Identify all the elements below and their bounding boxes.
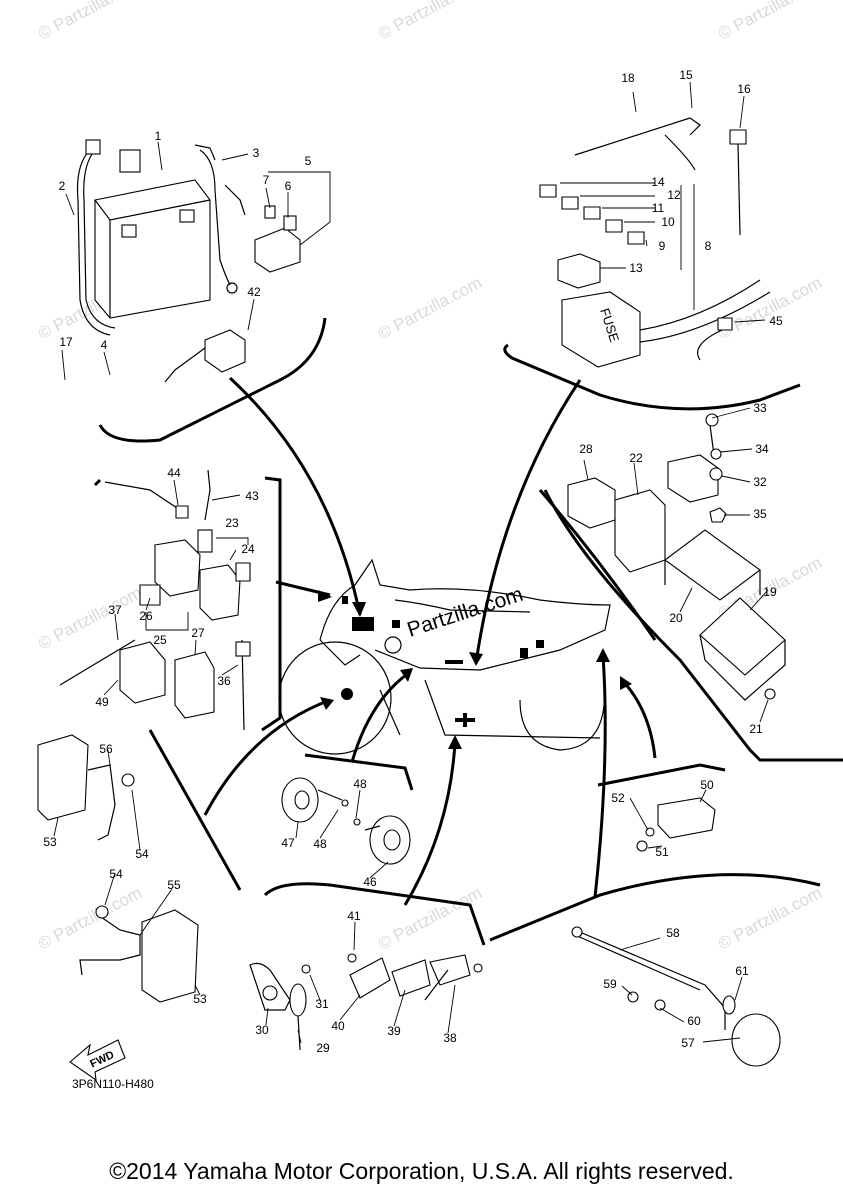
switch-group: [249, 953, 483, 1051]
diagram-code: 3P6N110-H480: [72, 1077, 154, 1091]
callout-31: 31: [315, 997, 329, 1011]
callout-49: 49: [95, 695, 109, 709]
callout-14: 14: [651, 175, 665, 189]
callout-27: 27: [191, 626, 205, 640]
callout-48b: 48: [313, 837, 327, 851]
callout-40: 40: [331, 1019, 345, 1033]
callout-36: 36: [217, 674, 231, 688]
callout-17: 17: [59, 335, 73, 349]
watermark: © Partzilla.com: [715, 273, 825, 344]
callout-5: 5: [305, 154, 312, 168]
callout-55: 55: [167, 878, 181, 892]
callout-9: 9: [659, 239, 666, 253]
callout-2: 2: [59, 179, 66, 193]
callout-22: 22: [629, 451, 643, 465]
callout-25: 25: [153, 633, 167, 647]
callout-53b: 53: [193, 992, 207, 1006]
callout-30: 30: [255, 1023, 269, 1037]
relay-group: [59, 469, 251, 731]
callout-18: 18: [621, 71, 635, 85]
callout-6: 6: [285, 179, 292, 193]
watermark: © Partzilla.com: [715, 0, 825, 44]
callout-3: 3: [253, 146, 260, 160]
watermark: © Partzilla.com: [35, 583, 145, 654]
callout-32: 32: [753, 475, 767, 489]
callout-42: 42: [247, 285, 261, 299]
callout-26: 26: [139, 609, 153, 623]
callout-52: 52: [611, 791, 625, 805]
center-brand-watermark: Partzilla.com: [404, 583, 525, 642]
horn-group: [281, 777, 411, 865]
callout-12: 12: [667, 188, 681, 202]
callout-34: 34: [755, 442, 769, 456]
callout-8: 8: [705, 239, 712, 253]
callout-19: 19: [763, 585, 777, 599]
callout-54b: 54: [109, 867, 123, 881]
callout-20: 20: [669, 611, 683, 625]
callout-37: 37: [108, 603, 122, 617]
callout-44: 44: [167, 466, 181, 480]
callout-35: 35: [753, 507, 767, 521]
callout-47: 47: [281, 836, 295, 850]
callout-53a: 53: [43, 835, 57, 849]
fuse-group: FUSE: [539, 117, 771, 368]
callout-39: 39: [387, 1024, 401, 1038]
callout-1: 1: [155, 129, 162, 143]
callout-4: 4: [101, 338, 108, 352]
callout-24: 24: [241, 542, 255, 556]
callout-56: 56: [99, 742, 113, 756]
copyright-notice: ©2014 Yamaha Motor Corporation, U.S.A. A…: [109, 1158, 734, 1184]
watermark: © Partzilla.com: [35, 883, 145, 954]
callout-51: 51: [655, 845, 669, 859]
bracket-group: [571, 926, 781, 1067]
callout-57: 57: [681, 1036, 695, 1050]
connector-curves: [203, 376, 657, 906]
callout-23: 23: [225, 516, 239, 530]
watermark: © Partzilla.com: [35, 0, 145, 44]
watermark: © Partzilla.com: [375, 0, 485, 44]
forward-arrow-icon: FWD: [69, 1039, 126, 1082]
callout-54a: 54: [135, 847, 149, 861]
callout-7: 7: [263, 173, 270, 187]
callout-58: 58: [666, 926, 680, 940]
battery-group: [76, 139, 301, 383]
callout-48a: 48: [353, 777, 367, 791]
callout-13: 13: [629, 261, 643, 275]
callout-33: 33: [753, 401, 767, 415]
watermark: © Partzilla.com: [375, 273, 485, 344]
callout-15: 15: [679, 68, 693, 82]
callout-46: 46: [363, 875, 377, 889]
callout-41: 41: [347, 909, 361, 923]
watermark: © Partzilla.com: [715, 883, 825, 954]
callout-45: 45: [769, 314, 783, 328]
reflector-group: [37, 734, 716, 1003]
callout-10: 10: [661, 215, 675, 229]
ecu-group: [567, 413, 786, 701]
callout-61: 61: [735, 964, 749, 978]
callout-59: 59: [603, 977, 617, 991]
callout-numbers: 1 2 3 4 5 6 7 8 9 10 11 12 13 14 15 16 1…: [43, 68, 783, 1055]
motorcycle-outline: [278, 558, 611, 755]
callout-21: 21: [749, 722, 763, 736]
callout-11: 11: [652, 201, 665, 215]
callout-43: 43: [245, 489, 259, 503]
callout-16: 16: [737, 82, 751, 96]
leader-lines: [53, 81, 769, 1044]
callout-29: 29: [316, 1041, 330, 1055]
callout-50: 50: [700, 778, 714, 792]
callout-28: 28: [579, 442, 593, 456]
callout-60: 60: [687, 1014, 701, 1028]
callout-38: 38: [443, 1031, 457, 1045]
